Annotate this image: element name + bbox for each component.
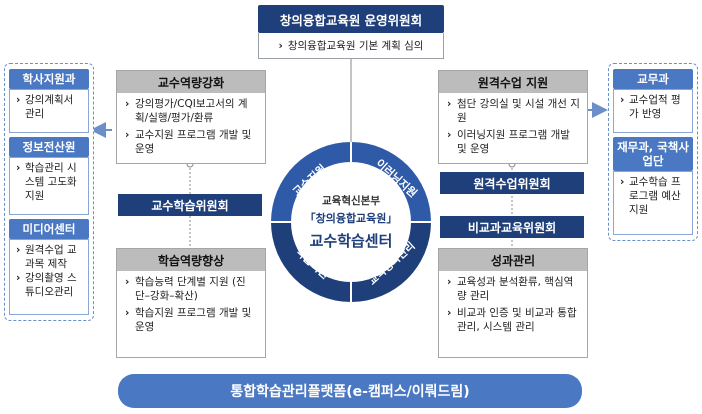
unit-media-center-body: 원격수업 교과목 제작 강의촬영 스튜디오관리 bbox=[9, 239, 89, 315]
list-item: 첨단 강의실 및 시설 개선 지원 bbox=[447, 97, 581, 125]
list-item: 강의계획서 관리 bbox=[16, 93, 84, 121]
unit-media-center-title: 미디어센터 bbox=[9, 219, 89, 239]
unit-academic-affairs-body: 강의계획서 관리 bbox=[9, 89, 89, 133]
list-item: 교수지원 프로그램 개발 및 운영 bbox=[125, 128, 259, 156]
unit-academic-office-body: 교수업적 평가 반영 bbox=[613, 89, 693, 133]
steering-committee-item-text: 창의융합교육원 기본 계획 심의 bbox=[287, 40, 424, 52]
quadrant-remote-class-support-title: 원격수업 지원 bbox=[439, 71, 587, 93]
list-item: 학습관리 시스템 고도화 지원 bbox=[16, 161, 84, 203]
center-ring bbox=[271, 142, 431, 302]
center-line2: 「창의융합교육원」 bbox=[304, 212, 398, 225]
integrated-learning-platform: 통합학습관리플랫폼(e-캠퍼스/이뤄드림) bbox=[118, 374, 582, 408]
unit-it-center-title: 정보전산원 bbox=[9, 137, 89, 157]
quadrant-remote-class-support-list: 첨단 강의실 및 시설 개선 지원 이러닝지원 프로그램 개발 및 운영 bbox=[439, 93, 587, 161]
list-item: 강의평가/CQI보고서의 계획/실행/평가/환류 bbox=[125, 97, 259, 125]
quadrant-performance-management-list: 교육성과 분석환류, 핵심역량 관리 비교과 인증 및 비교과 통합관리, 시스… bbox=[439, 271, 587, 339]
quadrant-teaching-competency: 교수역량강화 강의평가/CQI보고서의 계획/실행/평가/환류 교수지원 프로그… bbox=[116, 70, 266, 164]
quadrant-teaching-competency-title: 교수역량강화 bbox=[117, 71, 265, 93]
unit-it-center-body: 학습관리 시스템 고도화 지원 bbox=[9, 157, 89, 215]
center-label: 교육혁신본부 「창의융합교육원」 교수학습센터 bbox=[291, 180, 411, 264]
quadrant-teaching-competency-list: 강의평가/CQI보고서의 계획/실행/평가/환류 교수지원 프로그램 개발 및 … bbox=[117, 93, 265, 161]
steering-committee-item: › 창의융합교육원 기본 계획 심의 bbox=[258, 33, 444, 59]
quadrant-performance-management-title: 성과관리 bbox=[439, 249, 587, 271]
list-item: 학습능력 단계별 지원 (진단–강화–확산) bbox=[125, 275, 259, 303]
steering-committee-title: 창의융합교육원 운영위원회 bbox=[258, 5, 444, 33]
quadrant-remote-class-support: 원격수업 지원 첨단 강의실 및 시설 개선 지원 이러닝지원 프로그램 개발 … bbox=[438, 70, 588, 164]
quadrant-learning-competency: 학습역량향상 학습능력 단계별 지원 (진단–강화–확산) 학습지원 프로그램 … bbox=[116, 248, 266, 358]
list-item: 교육성과 분석환류, 핵심역량 관리 bbox=[447, 275, 581, 303]
left-support-units: 학사지원과 강의계획서 관리 정보전산원 학습관리 시스템 고도화 지원 미디어… bbox=[4, 63, 94, 321]
unit-academic-affairs-title: 학사지원과 bbox=[9, 69, 89, 89]
list-item: 이러닝지원 프로그램 개발 및 운영 bbox=[447, 128, 581, 156]
quadrant-performance-management: 성과관리 교육성과 분석환류, 핵심역량 관리 비교과 인증 및 비교과 통합관… bbox=[438, 248, 588, 358]
bullet-icon: › bbox=[278, 39, 283, 52]
list-item: 원격수업 교과목 제작 bbox=[16, 243, 84, 271]
list-item: 교수업적 평가 반영 bbox=[620, 93, 688, 121]
unit-finance-title: 재무과, 국책사업단 bbox=[613, 137, 693, 171]
remote-class-committee: 원격수업위원회 bbox=[440, 172, 584, 194]
teaching-learning-committee: 교수학습위원회 bbox=[118, 194, 262, 216]
center-line3: 교수학습센터 bbox=[309, 232, 393, 250]
list-item: 교수학습 프로그램 예산지원 bbox=[620, 175, 688, 217]
unit-finance-body: 교수학습 프로그램 예산지원 bbox=[613, 171, 693, 235]
quadrant-learning-competency-title: 학습역량향상 bbox=[117, 249, 265, 271]
list-item: 강의촬영 스튜디오관리 bbox=[16, 271, 84, 299]
list-item: 비교과 인증 및 비교과 통합관리, 시스템 관리 bbox=[447, 306, 581, 334]
quadrant-learning-competency-list: 학습능력 단계별 지원 (진단–강화–확산) 학습지원 프로그램 개발 및 운영 bbox=[117, 271, 265, 339]
right-support-units: 교무과 교수업적 평가 반영 재무과, 국책사업단 교수학습 프로그램 예산지원 bbox=[608, 63, 698, 241]
list-item: 학습지원 프로그램 개발 및 운영 bbox=[125, 306, 259, 334]
center-line1: 교육혁신본부 bbox=[322, 195, 380, 207]
extracurricular-committee: 비교과교육위원회 bbox=[440, 216, 584, 238]
unit-academic-office-title: 교무과 bbox=[613, 69, 693, 89]
